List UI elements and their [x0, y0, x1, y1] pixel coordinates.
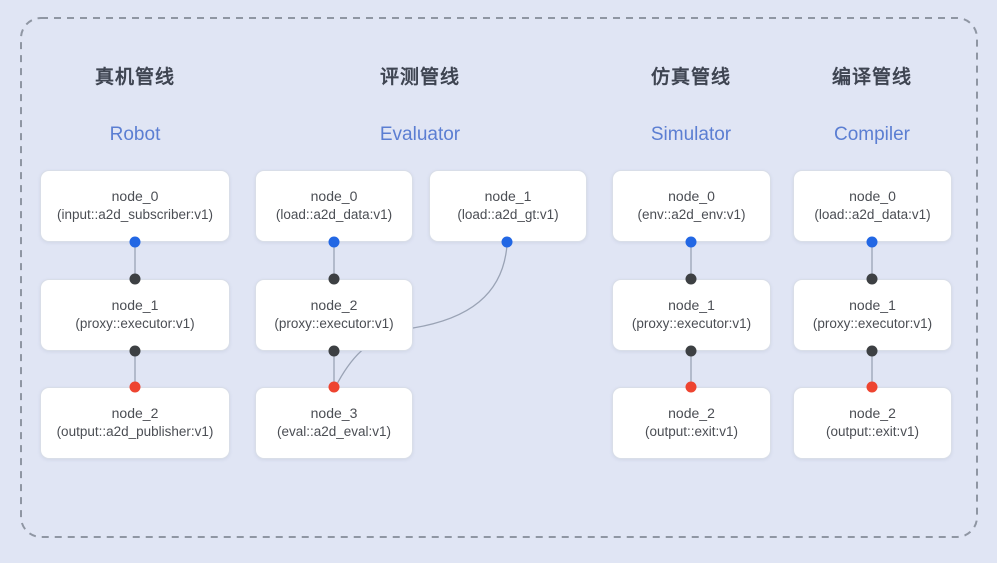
mid-port-dot[interactable] [866, 345, 878, 357]
node-name: node_1 [484, 187, 532, 204]
node-box-compiler-node-1[interactable]: node_1 (proxy::executor:v1) [793, 279, 952, 351]
node-box-compiler-node-0[interactable]: node_0 (load::a2d_data:v1) [793, 170, 952, 242]
node-name: node_0 [849, 187, 896, 204]
node-name: node_2 [849, 404, 896, 421]
node-box-simulator-node-1[interactable]: node_1 (proxy::executor:v1) [612, 279, 771, 351]
pipeline-title-en-simulator: Simulator [650, 124, 732, 145]
mid-port-dot[interactable] [328, 345, 340, 357]
node-box-evaluator-node-0[interactable]: node_0 (load::a2d_data:v1) [255, 170, 413, 242]
source-port-dot[interactable] [866, 236, 878, 248]
mid-port-dot[interactable] [866, 273, 878, 285]
node-box-simulator-node-2[interactable]: node_2 (output::exit:v1) [612, 387, 771, 459]
node-name: node_2 [310, 296, 358, 313]
node-type: (output::exit:v1) [644, 424, 739, 440]
node-box-robot-node-0[interactable]: node_0 (input::a2d_subscriber:v1) [40, 170, 230, 242]
node-box-simulator-node-0[interactable]: node_0 (env::a2d_env:v1) [612, 170, 771, 242]
sink-port-dot[interactable] [129, 381, 141, 393]
mid-port-dot[interactable] [129, 345, 141, 357]
sink-port-dot[interactable] [866, 381, 878, 393]
mid-port-dot[interactable] [328, 273, 340, 285]
node-name: node_0 [310, 187, 358, 204]
pipeline-title-cn-robot: 真机管线 [94, 67, 176, 88]
node-type: (load::a2d_data:v1) [814, 207, 931, 223]
source-port-dot[interactable] [501, 236, 513, 248]
node-type: (proxy::executor:v1) [274, 316, 394, 332]
node-name: node_3 [310, 404, 358, 421]
source-port-dot[interactable] [328, 236, 340, 248]
pipeline-title-cn-compiler: 编译管线 [831, 67, 913, 88]
node-name: node_0 [111, 187, 159, 204]
node-name: node_1 [111, 296, 159, 313]
node-name: node_2 [668, 404, 715, 421]
node-type: (load::a2d_gt:v1) [457, 207, 559, 223]
node-type: (output::exit:v1) [825, 424, 920, 440]
mid-port-dot[interactable] [685, 273, 697, 285]
sink-port-dot[interactable] [685, 381, 697, 393]
node-name: node_1 [849, 296, 896, 313]
node-name: node_0 [668, 187, 715, 204]
source-port-dot[interactable] [129, 236, 141, 248]
node-type: (input::a2d_subscriber:v1) [56, 207, 214, 223]
node-type: (load::a2d_data:v1) [275, 207, 393, 223]
node-box-evaluator-node-2[interactable]: node_2 (proxy::executor:v1) [255, 279, 413, 351]
node-name: node_2 [111, 404, 159, 421]
node-type: (output::a2d_publisher:v1) [56, 424, 214, 440]
pipeline-title-cn-simulator: 仿真管线 [650, 67, 732, 88]
mid-port-dot[interactable] [129, 273, 141, 285]
node-type: (proxy::executor:v1) [812, 316, 933, 332]
pipeline-title-en-robot: Robot [109, 124, 161, 145]
node-name: node_1 [668, 296, 715, 313]
node-box-robot-node-1[interactable]: node_1 (proxy::executor:v1) [40, 279, 230, 351]
edge-curved [336, 244, 508, 385]
pipeline-title-en-compiler: Compiler [833, 124, 911, 145]
node-box-robot-node-2[interactable]: node_2 (output::a2d_publisher:v1) [40, 387, 230, 459]
dashed-border [20, 17, 978, 538]
node-type: (proxy::executor:v1) [631, 316, 752, 332]
mid-port-dot[interactable] [685, 345, 697, 357]
node-box-evaluator-node-3[interactable]: node_3 (eval::a2d_eval:v1) [255, 387, 413, 459]
pipeline-title-cn-evaluator: 评测管线 [379, 67, 461, 88]
node-box-compiler-node-2[interactable]: node_2 (output::exit:v1) [793, 387, 952, 459]
node-box-evaluator-node-1[interactable]: node_1 (load::a2d_gt:v1) [429, 170, 587, 242]
sink-port-dot[interactable] [328, 381, 340, 393]
source-port-dot[interactable] [685, 236, 697, 248]
node-type: (eval::a2d_eval:v1) [276, 424, 392, 440]
node-type: (proxy::executor:v1) [75, 316, 195, 332]
pipeline-title-en-evaluator: Evaluator [379, 124, 461, 145]
node-type: (env::a2d_env:v1) [637, 207, 746, 223]
